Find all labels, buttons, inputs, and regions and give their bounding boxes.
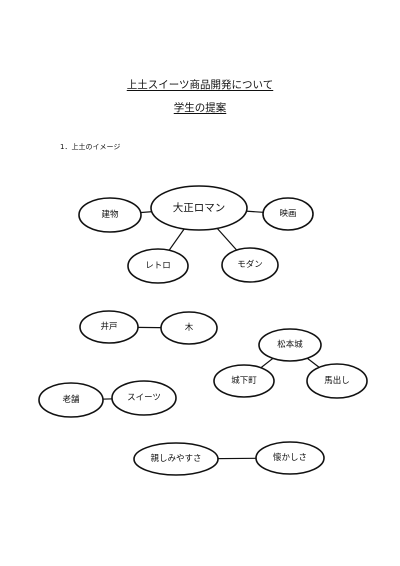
node-jokamachi: 城下町: [213, 364, 275, 398]
node-label: 城下町: [231, 376, 257, 386]
node-label: レトロ: [145, 261, 171, 271]
node-badashi: 馬出し: [306, 363, 368, 399]
node-ellipse: [111, 380, 177, 416]
node-label: 建物: [101, 209, 119, 220]
node-label: 懐かしさ: [273, 452, 307, 463]
node-natsukashisa: 懐かしさ: [255, 441, 325, 475]
node-eiga: 映画: [262, 197, 314, 231]
node-sweets: スイーツ: [111, 380, 177, 416]
node-ellipse: [255, 441, 325, 475]
node-label: 老舗: [62, 394, 80, 405]
node-label: スイーツ: [127, 393, 161, 403]
node-ellipse: [78, 197, 142, 233]
node-ellipse: [213, 364, 275, 398]
node-ellipse: [127, 248, 189, 284]
node-kenbutsu: 建物: [78, 197, 142, 233]
node-label: 映画: [279, 208, 296, 219]
document-title: 上土スイーツ商品開発について: [126, 79, 274, 91]
node-ellipse: [262, 197, 314, 231]
node-ki: 木: [160, 311, 218, 345]
node-shinise: 老舗: [38, 382, 104, 418]
section-heading: 1．上土のイメージ: [60, 143, 121, 151]
node-ellipse: [306, 363, 368, 399]
node-ellipse: [79, 310, 139, 344]
node-shitashimi: 親しみやすさ: [133, 442, 219, 476]
node-retro: レトロ: [127, 248, 189, 284]
node-label: 井戸: [100, 321, 117, 332]
node-ellipse: [258, 328, 322, 362]
node-ellipse: [221, 247, 279, 283]
node-label: 松本城: [277, 339, 303, 350]
node-label: 木: [185, 322, 194, 333]
node-label: 大正ロマン: [173, 201, 226, 214]
node-label: モダン: [237, 259, 263, 270]
node-matsumoto: 松本城: [258, 328, 322, 362]
node-ellipse: [150, 185, 248, 231]
node-taisho: 大正ロマン: [150, 185, 248, 231]
node-ido: 井戸: [79, 310, 139, 344]
node-modern: モダン: [221, 247, 279, 283]
node-label: 親しみやすさ: [150, 453, 201, 464]
node-ellipse: [133, 442, 219, 476]
document-subtitle: 学生の提案: [173, 102, 227, 114]
node-ellipse: [38, 382, 104, 418]
node-label: 馬出し: [324, 375, 350, 386]
node-ellipse: [160, 311, 218, 345]
